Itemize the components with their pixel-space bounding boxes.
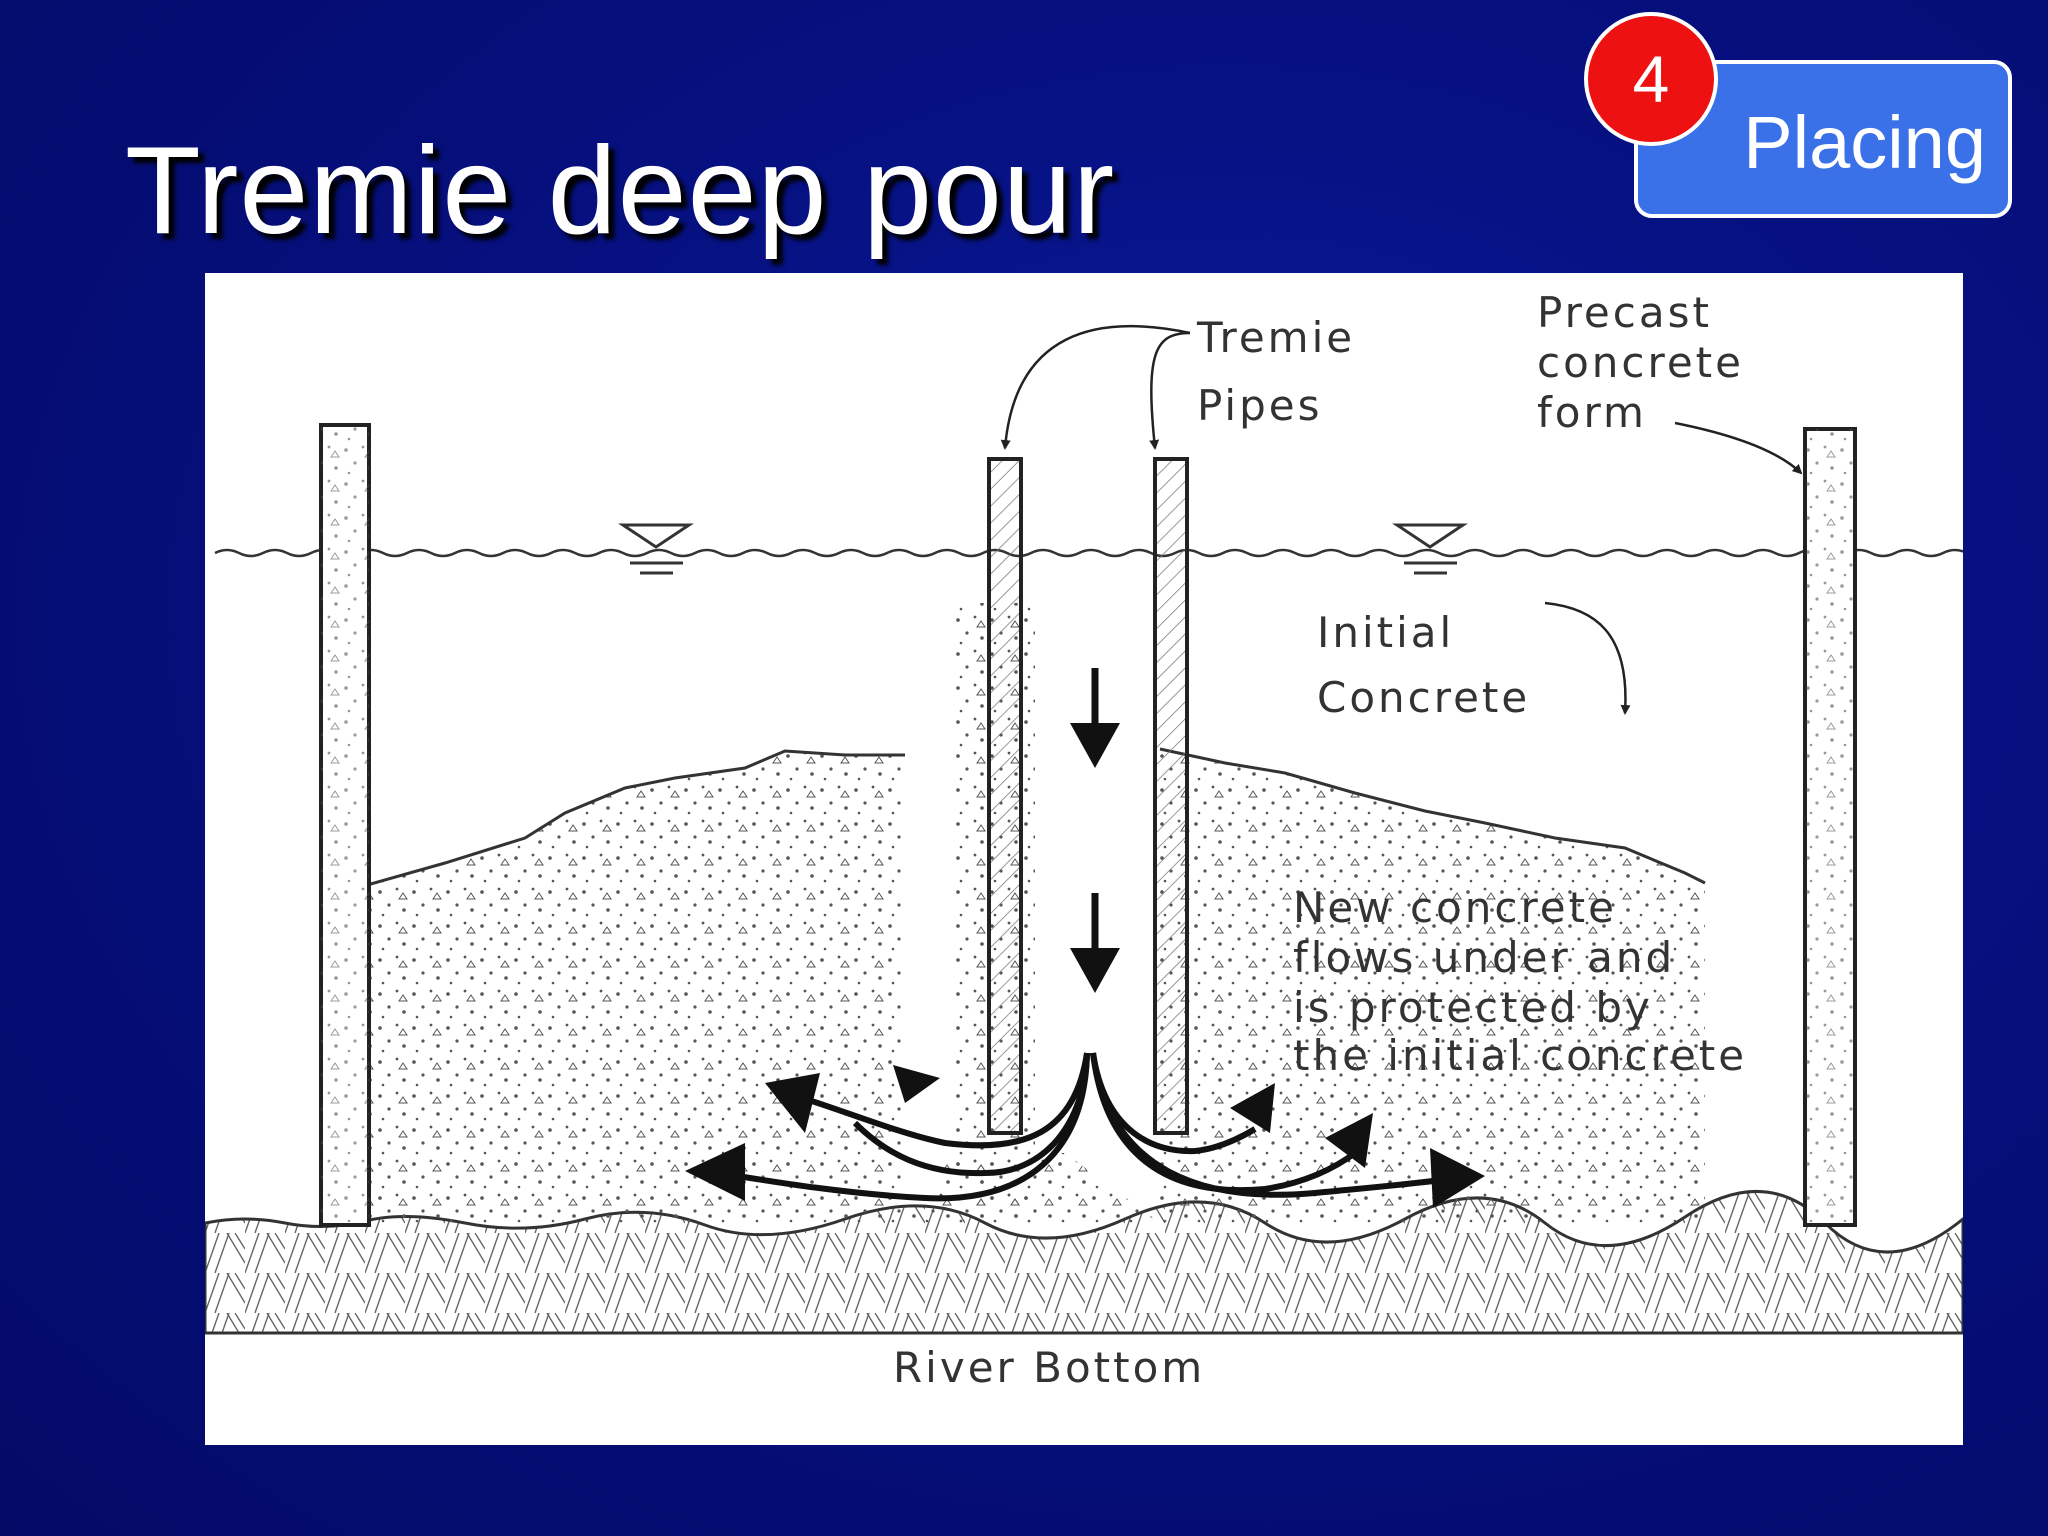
- new-concrete-label-line1: New concrete: [1293, 883, 1617, 932]
- precast-form-label-line1: Precast: [1537, 288, 1712, 337]
- step-badge-label: Placing: [1743, 101, 1986, 184]
- initial-concrete-label-line2: Concrete: [1317, 673, 1531, 722]
- precast-form-label-line2: concrete: [1537, 338, 1744, 387]
- initial-concrete-label-line1: Initial: [1317, 608, 1455, 657]
- slide-title: Tremie deep pour: [125, 122, 1116, 260]
- step-badge: Placing: [1634, 60, 2012, 218]
- new-concrete-label-line2: flows under and: [1293, 933, 1676, 982]
- new-concrete-label-line4: the initial concrete: [1293, 1031, 1748, 1080]
- tremie-pipes-label-line2: Pipes: [1197, 381, 1323, 430]
- precast-form-label-line3: form: [1537, 388, 1647, 437]
- tremie-diagram: Tremie Pipes Precast concrete form Initi…: [205, 273, 1963, 1445]
- step-number-circle: 4: [1584, 12, 1718, 146]
- new-concrete-label-line3: is protected by: [1293, 983, 1653, 1032]
- tremie-pipes-label-line1: Tremie: [1197, 313, 1356, 362]
- river-bottom-label: River Bottom: [887, 1343, 1212, 1392]
- tremie-diagram-drawing: [205, 324, 1963, 1335]
